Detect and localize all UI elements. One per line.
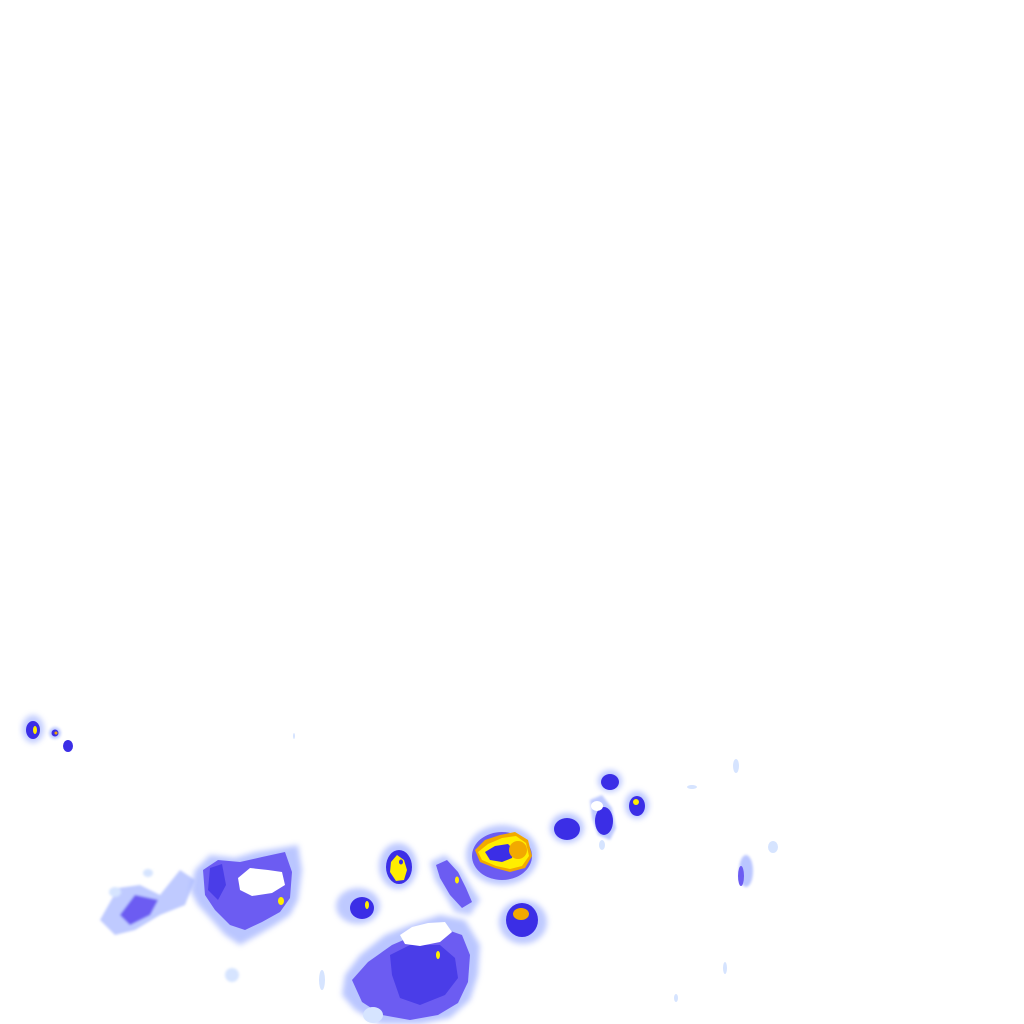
echo-cell-center-small [336, 888, 380, 924]
echo-cell-west-ring [190, 845, 302, 945]
echo-cell-south-orange [499, 900, 547, 944]
echo-cell-east-1 [550, 813, 584, 843]
echo-cell-far-east [293, 733, 778, 1002]
echo-cell-west-band [100, 869, 239, 982]
echo-cell-ring-orange [466, 825, 538, 885]
echo-cell-center-mid [430, 855, 480, 915]
echo-cell-nw-3 [63, 740, 73, 752]
echo-cell-east-2 [590, 770, 622, 850]
echo-cell-south-mass [319, 915, 480, 1024]
echo-cell-nw-2 [49, 727, 61, 739]
echo-cell-east-3 [625, 791, 649, 819]
echo-cell-nw-1 [22, 715, 44, 743]
echo-cell-center-yellow [379, 843, 417, 889]
